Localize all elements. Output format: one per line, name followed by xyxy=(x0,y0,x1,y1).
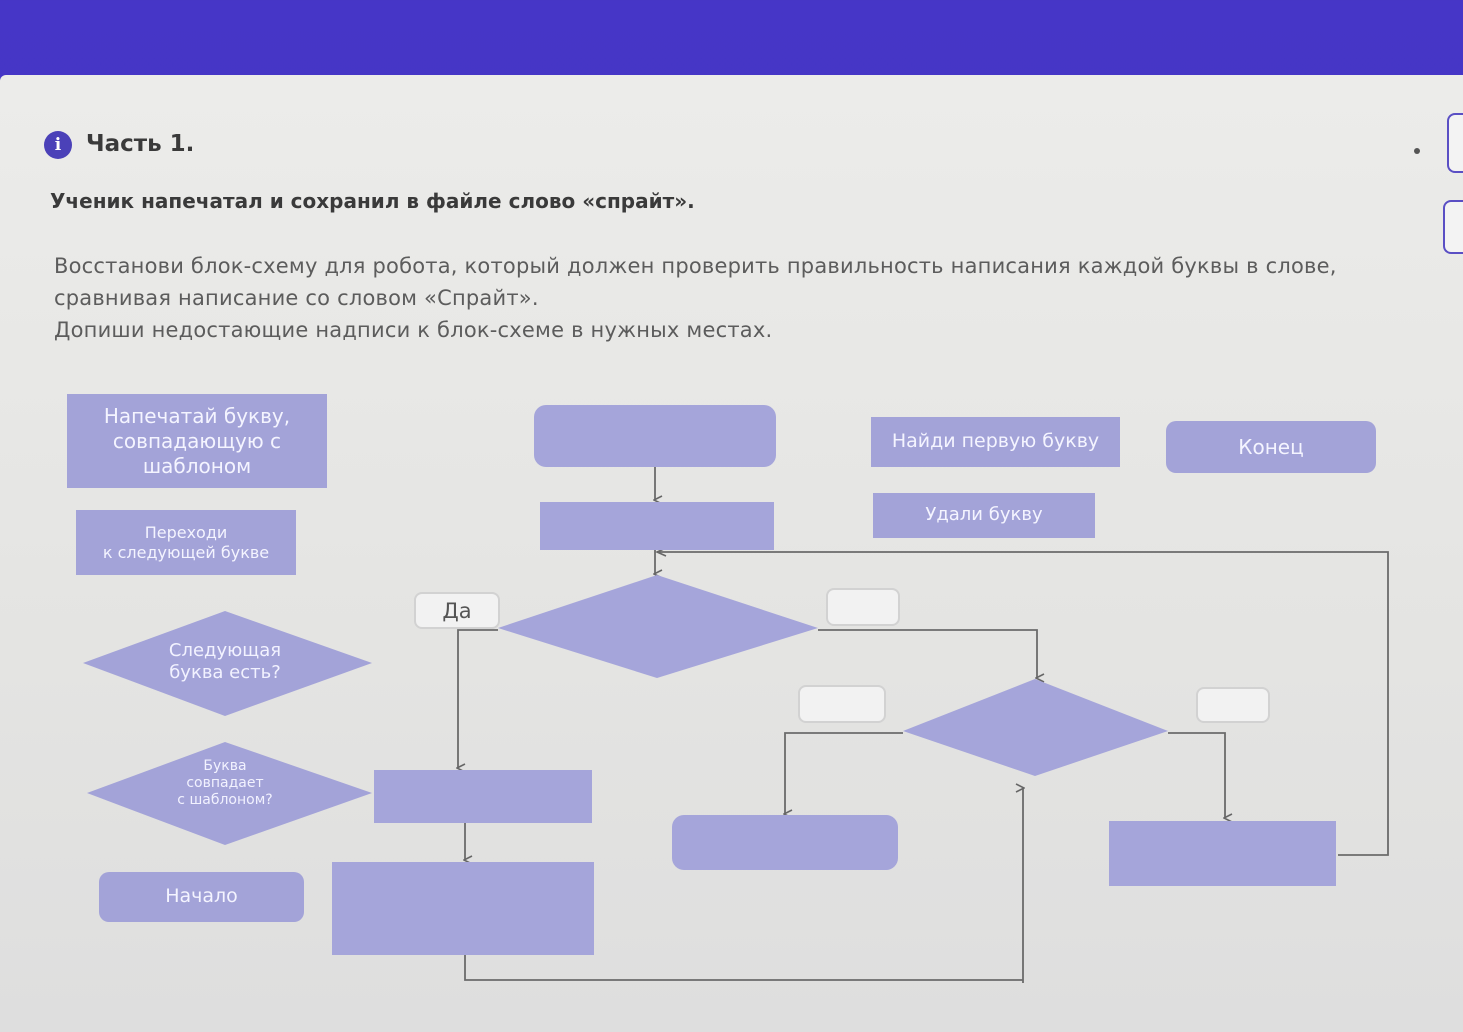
menu-dot xyxy=(1414,148,1420,154)
side-button-top[interactable] xyxy=(1447,113,1463,173)
description-line-1: Восстанови блок-схему для робота, которы… xyxy=(54,254,1337,278)
slot-left-branch[interactable] xyxy=(672,815,898,870)
empty-label-input-2[interactable] xyxy=(798,685,886,723)
connector-right-branch xyxy=(1168,732,1225,818)
slot-first-step[interactable] xyxy=(540,502,774,550)
palette-matches-diamond xyxy=(87,742,372,845)
description-line-3: Допиши недостающие надписи к блок-схеме … xyxy=(54,318,773,342)
connector-return xyxy=(464,788,1023,983)
description-line-2: сравнивая написание со словом «Спрайт». xyxy=(54,286,539,310)
empty-label-input-1[interactable] xyxy=(826,588,900,626)
palette-next-letter-line1: Переходи xyxy=(144,522,228,542)
connector-left-branch xyxy=(785,732,903,814)
slot-after-yes[interactable] xyxy=(332,862,594,955)
palette-matches-text[interactable]: Буква совпадает с шаблоном? xyxy=(155,758,295,808)
palette-end[interactable]: Конец xyxy=(1166,421,1376,473)
palette-print-letter[interactable]: Напечатай букву, совпадающую с шаблоном xyxy=(67,394,327,488)
side-button-bottom[interactable] xyxy=(1443,200,1463,254)
palette-find-first[interactable]: Найди первую букву xyxy=(871,417,1120,467)
palette-next-letter-line2: к следующей букве xyxy=(102,542,270,562)
empty-label-input-3[interactable] xyxy=(1196,687,1270,723)
palette-matches-line3: с шаблоном? xyxy=(177,791,273,808)
connector-yes-branch xyxy=(458,629,498,768)
palette-next-letter[interactable]: Переходи к следующей букве xyxy=(76,510,296,575)
palette-next-exists-line2: буква есть? xyxy=(169,661,281,683)
second-decision-diamond xyxy=(903,679,1168,776)
connector-no-branch xyxy=(818,629,1037,678)
info-icon: i xyxy=(44,131,72,159)
main-decision-diamond xyxy=(498,575,818,678)
palette-next-exists-diamond xyxy=(83,611,372,716)
palette-delete-letter[interactable]: Удали букву xyxy=(873,493,1095,538)
palette-next-exists-text[interactable]: Следующая буква есть? xyxy=(140,640,310,683)
task-text: Ученик напечатал и сохранил в файле слов… xyxy=(50,189,695,213)
palette-matches-line2: совпадает xyxy=(186,774,264,791)
connector-loop-back xyxy=(655,547,1389,856)
palette-start[interactable]: Начало xyxy=(99,872,304,922)
slot-start[interactable] xyxy=(534,405,776,467)
part-title: Часть 1. xyxy=(86,131,195,157)
slot-yes-action[interactable] xyxy=(374,770,592,823)
palette-matches-line1: Буква xyxy=(203,758,247,774)
slot-right-branch[interactable] xyxy=(1109,821,1336,886)
palette-next-exists-line1: Следующая xyxy=(168,640,282,661)
yes-label[interactable]: Да xyxy=(414,592,500,629)
